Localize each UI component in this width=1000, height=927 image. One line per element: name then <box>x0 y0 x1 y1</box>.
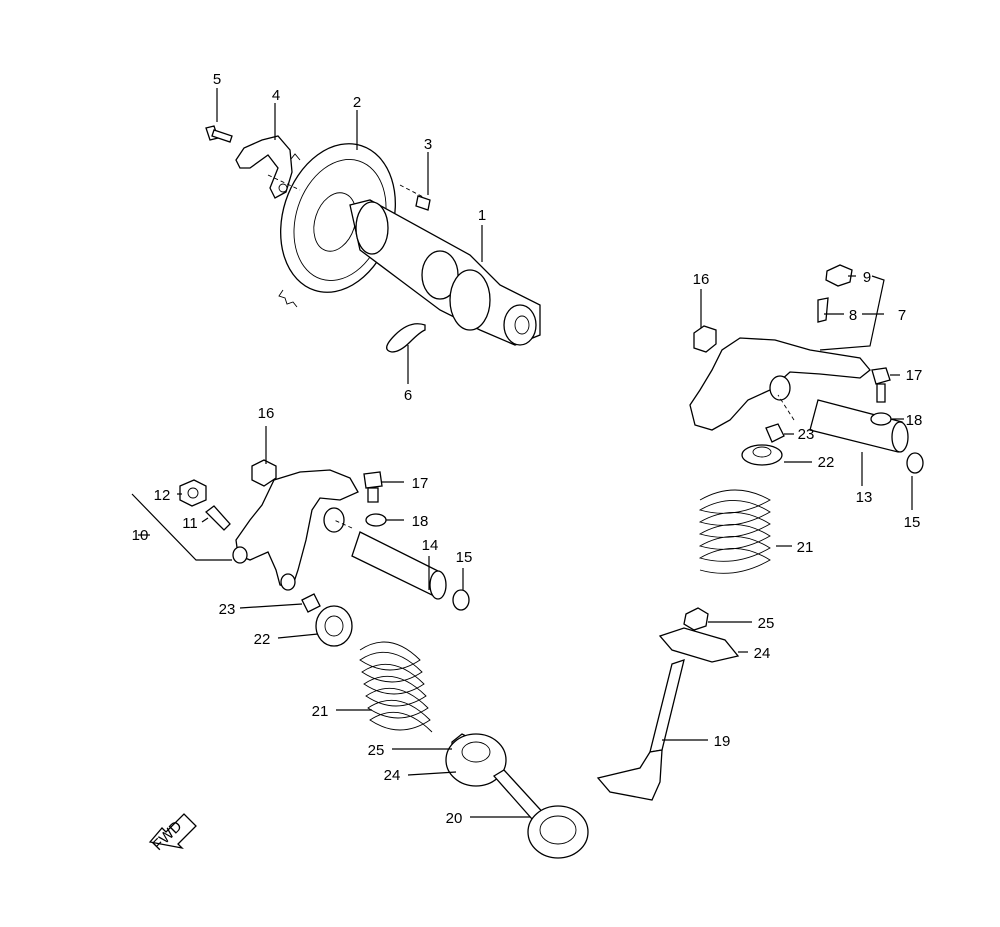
label-5: 5 <box>213 71 221 88</box>
rocker-arm-left <box>232 469 359 591</box>
label-16-right: 16 <box>693 271 710 288</box>
bolt-right <box>871 367 891 403</box>
sprocket-plate <box>235 135 293 199</box>
cotter-right <box>683 607 709 631</box>
label-14: 14 <box>422 537 439 554</box>
label-20: 20 <box>446 810 463 827</box>
cap-left <box>251 459 277 487</box>
label-4: 4 <box>272 87 280 104</box>
label-21-left: 21 <box>312 703 329 720</box>
spring-retainer-right <box>658 627 740 663</box>
label-12: 12 <box>154 487 171 504</box>
adjust-screw-right <box>817 297 829 323</box>
spring-seat-right <box>741 444 783 466</box>
retainer-left <box>301 593 321 613</box>
label-1: 1 <box>478 207 486 224</box>
label-19: 19 <box>714 733 731 750</box>
label-25-left: 25 <box>368 742 385 759</box>
label-10: 10 <box>132 527 149 544</box>
bolt-left <box>363 471 383 503</box>
nut-right <box>825 264 853 287</box>
label-13: 13 <box>856 489 873 506</box>
retainer-right <box>765 423 785 443</box>
label-6: 6 <box>404 387 412 404</box>
valve-spring-right <box>698 489 771 574</box>
nut-left <box>179 479 207 507</box>
cap-right <box>693 325 717 353</box>
label-22-right: 22 <box>818 454 835 471</box>
fwd-arrow-icon: FWD <box>148 813 197 854</box>
bolt <box>205 125 233 143</box>
label-22-left: 22 <box>254 631 271 648</box>
label-3: 3 <box>424 136 432 153</box>
pin <box>415 195 431 211</box>
label-21-right: 21 <box>797 539 814 556</box>
clip <box>386 323 426 353</box>
label-23-right: 23 <box>798 426 815 443</box>
label-9: 9 <box>863 269 871 286</box>
valve-spring-left <box>359 641 433 733</box>
label-11: 11 <box>182 515 198 532</box>
intake-valve <box>492 769 589 859</box>
rocker-shaft-left <box>351 531 447 600</box>
camshaft <box>349 199 541 346</box>
circlip-left <box>452 589 470 611</box>
rocker-arm-right <box>689 337 871 431</box>
label-25-right: 25 <box>758 615 775 632</box>
label-7: 7 <box>898 307 906 324</box>
label-24-left: 24 <box>384 767 401 784</box>
exhaust-valve <box>596 659 685 801</box>
label-8: 8 <box>849 307 857 324</box>
adjust-screw-left <box>205 505 231 531</box>
washer-right <box>870 412 892 426</box>
circlip-right <box>906 452 924 474</box>
label-2: 2 <box>353 94 361 111</box>
label-23-left: 23 <box>219 601 236 618</box>
label-17-right: 17 <box>906 367 923 384</box>
spring-retainer-left <box>445 733 507 787</box>
label-18-right: 18 <box>906 412 923 429</box>
washer-left <box>365 513 387 527</box>
label-24-right: 24 <box>754 645 771 662</box>
label-15-left: 15 <box>456 549 473 566</box>
label-16-left: 16 <box>258 405 275 422</box>
label-18-left: 18 <box>412 513 429 530</box>
rocker-shaft-right <box>809 399 909 453</box>
label-17-left: 17 <box>412 475 429 492</box>
label-15-right: 15 <box>904 514 921 531</box>
spring-seat-left <box>315 605 353 647</box>
